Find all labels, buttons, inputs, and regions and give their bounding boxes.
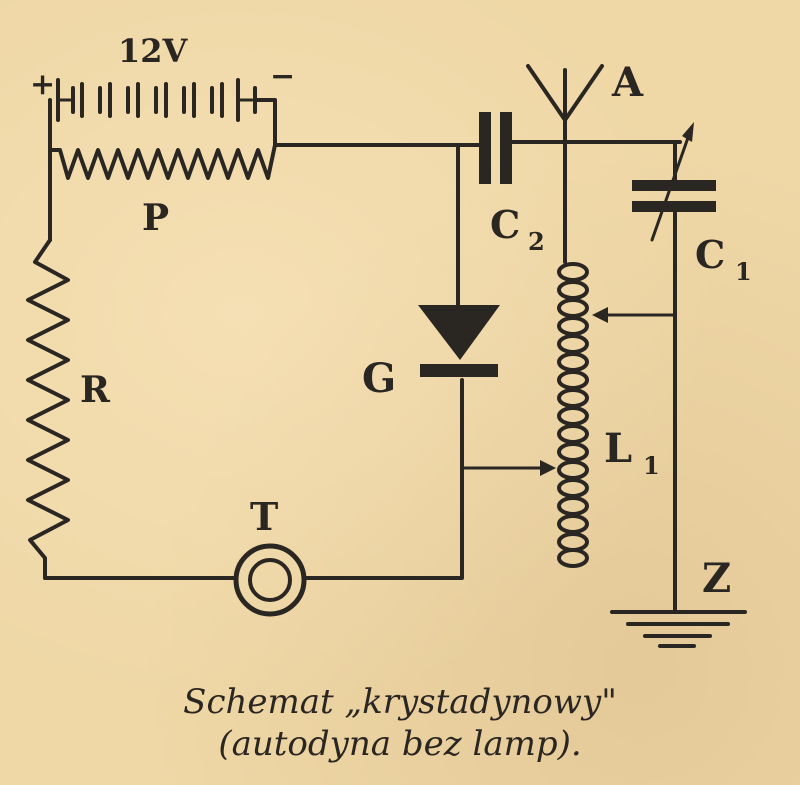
resistor-label: R — [80, 369, 111, 411]
battery-voltage-label: 12V — [118, 32, 189, 70]
capacitor-c1-label: C — [695, 232, 725, 277]
coil-subscript: 1 — [643, 451, 660, 480]
ground-label: Z — [702, 555, 731, 602]
caption-line-2: (autodyna bez lamp). — [218, 724, 582, 764]
antenna-label: A — [611, 59, 644, 106]
capacitor-c2-symbol — [479, 112, 512, 184]
capacitor-c2-subscript: 2 — [528, 227, 545, 256]
capacitor-c1-symbol — [632, 122, 716, 242]
coil-l1-symbol — [557, 262, 589, 568]
crystal-label: G — [362, 355, 396, 402]
resistor-r-symbol — [26, 238, 70, 580]
antenna-symbol — [526, 64, 604, 144]
capacitor-c2-label: C — [490, 202, 520, 247]
battery-plus-label: + — [30, 67, 55, 102]
crystal-g-symbol — [418, 305, 500, 377]
battery-minus-label: − — [270, 59, 295, 94]
coil-label: L — [604, 425, 632, 472]
phone-t-symbol — [233, 543, 307, 617]
ground-symbol — [610, 610, 747, 648]
potentiometer-label: P — [142, 197, 169, 239]
coil-tap-lower-arrow — [540, 460, 556, 476]
phone-label: T — [250, 494, 278, 539]
battery-symbol — [48, 78, 277, 152]
potentiometer-p-symbol — [48, 143, 277, 180]
wire-bottom-right — [303, 378, 464, 580]
coil-tap-upper-arrow — [592, 307, 608, 323]
caption-line-1: Schemat „krystadynowy" — [183, 682, 617, 722]
capacitor-c1-subscript: 1 — [735, 257, 752, 286]
